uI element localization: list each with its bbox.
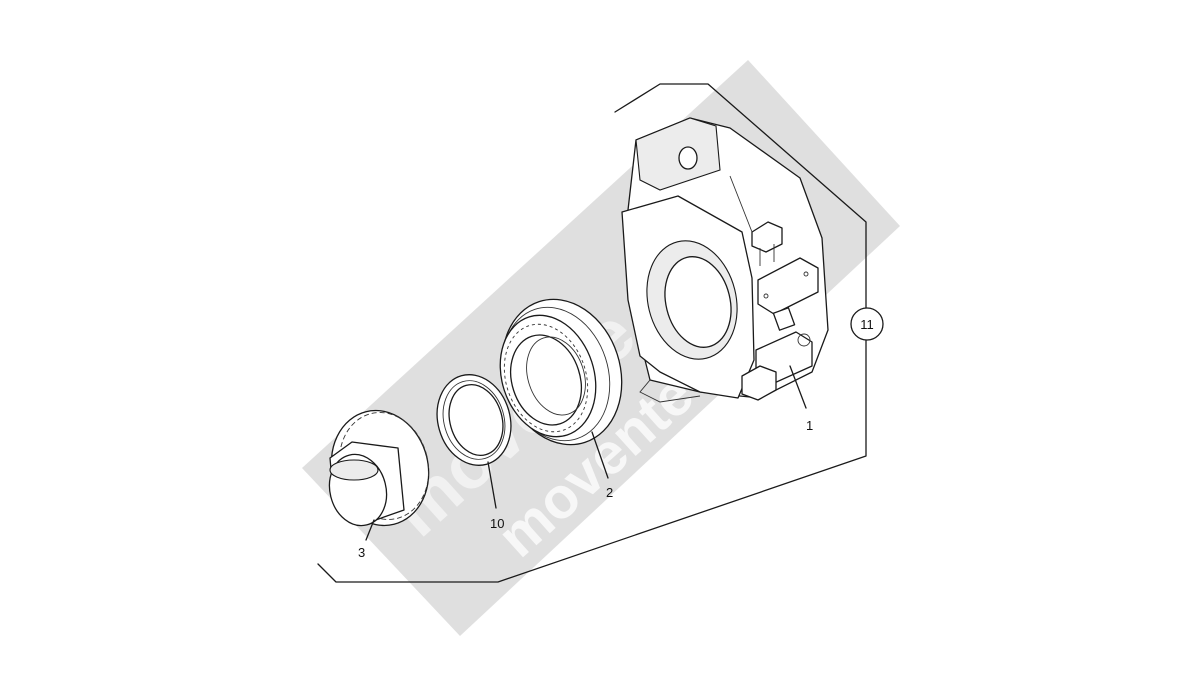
callout-1: 1: [806, 418, 813, 433]
spacer-ring: [436, 374, 512, 466]
housing-mount-hole: [678, 146, 698, 170]
leader-3: [365, 519, 375, 541]
callout-11: 11: [860, 317, 874, 332]
leader-2: [591, 431, 609, 479]
callout-10: 10: [490, 516, 504, 531]
callout-11-circle: [850, 307, 884, 341]
housing: [621, 117, 829, 403]
housing-cover-plate: [757, 257, 819, 315]
leader-1: [789, 365, 807, 409]
housing-fitting: [741, 365, 777, 401]
bearing-roller-ring: [503, 323, 589, 433]
leader-10: [487, 461, 497, 509]
callout-3: 3: [358, 545, 365, 560]
housing-bolt: [751, 221, 783, 253]
roller-bearing: [499, 298, 623, 446]
bearing-cone: [328, 409, 430, 527]
callout-2: 2: [606, 485, 613, 500]
